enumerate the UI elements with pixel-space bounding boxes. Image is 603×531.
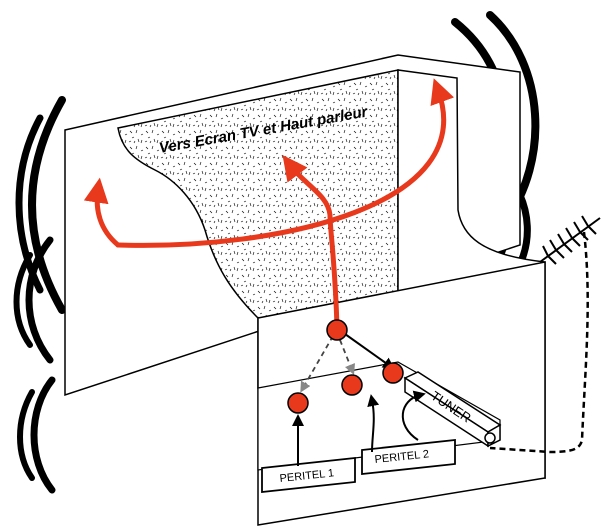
peritel-2-label: PERITEL 2: [374, 448, 430, 466]
antenna-icon: [489, 215, 601, 454]
signal-nodes: [287, 319, 404, 414]
node-peritel-1: [287, 392, 309, 414]
dashed-input-arrows: [300, 335, 356, 393]
node-tuner: [382, 362, 404, 384]
antenna-socket: [484, 432, 496, 444]
peritel-1-label: PERITEL 1: [279, 467, 335, 485]
node-source: [326, 319, 348, 341]
node-peritel-2: [341, 374, 363, 396]
peritel-2-box: PERITEL 2: [361, 438, 456, 476]
signal-flow: [83, 78, 455, 330]
peritel-1-box: PERITEL 1: [261, 456, 356, 494]
connection-arrows: [292, 333, 426, 466]
